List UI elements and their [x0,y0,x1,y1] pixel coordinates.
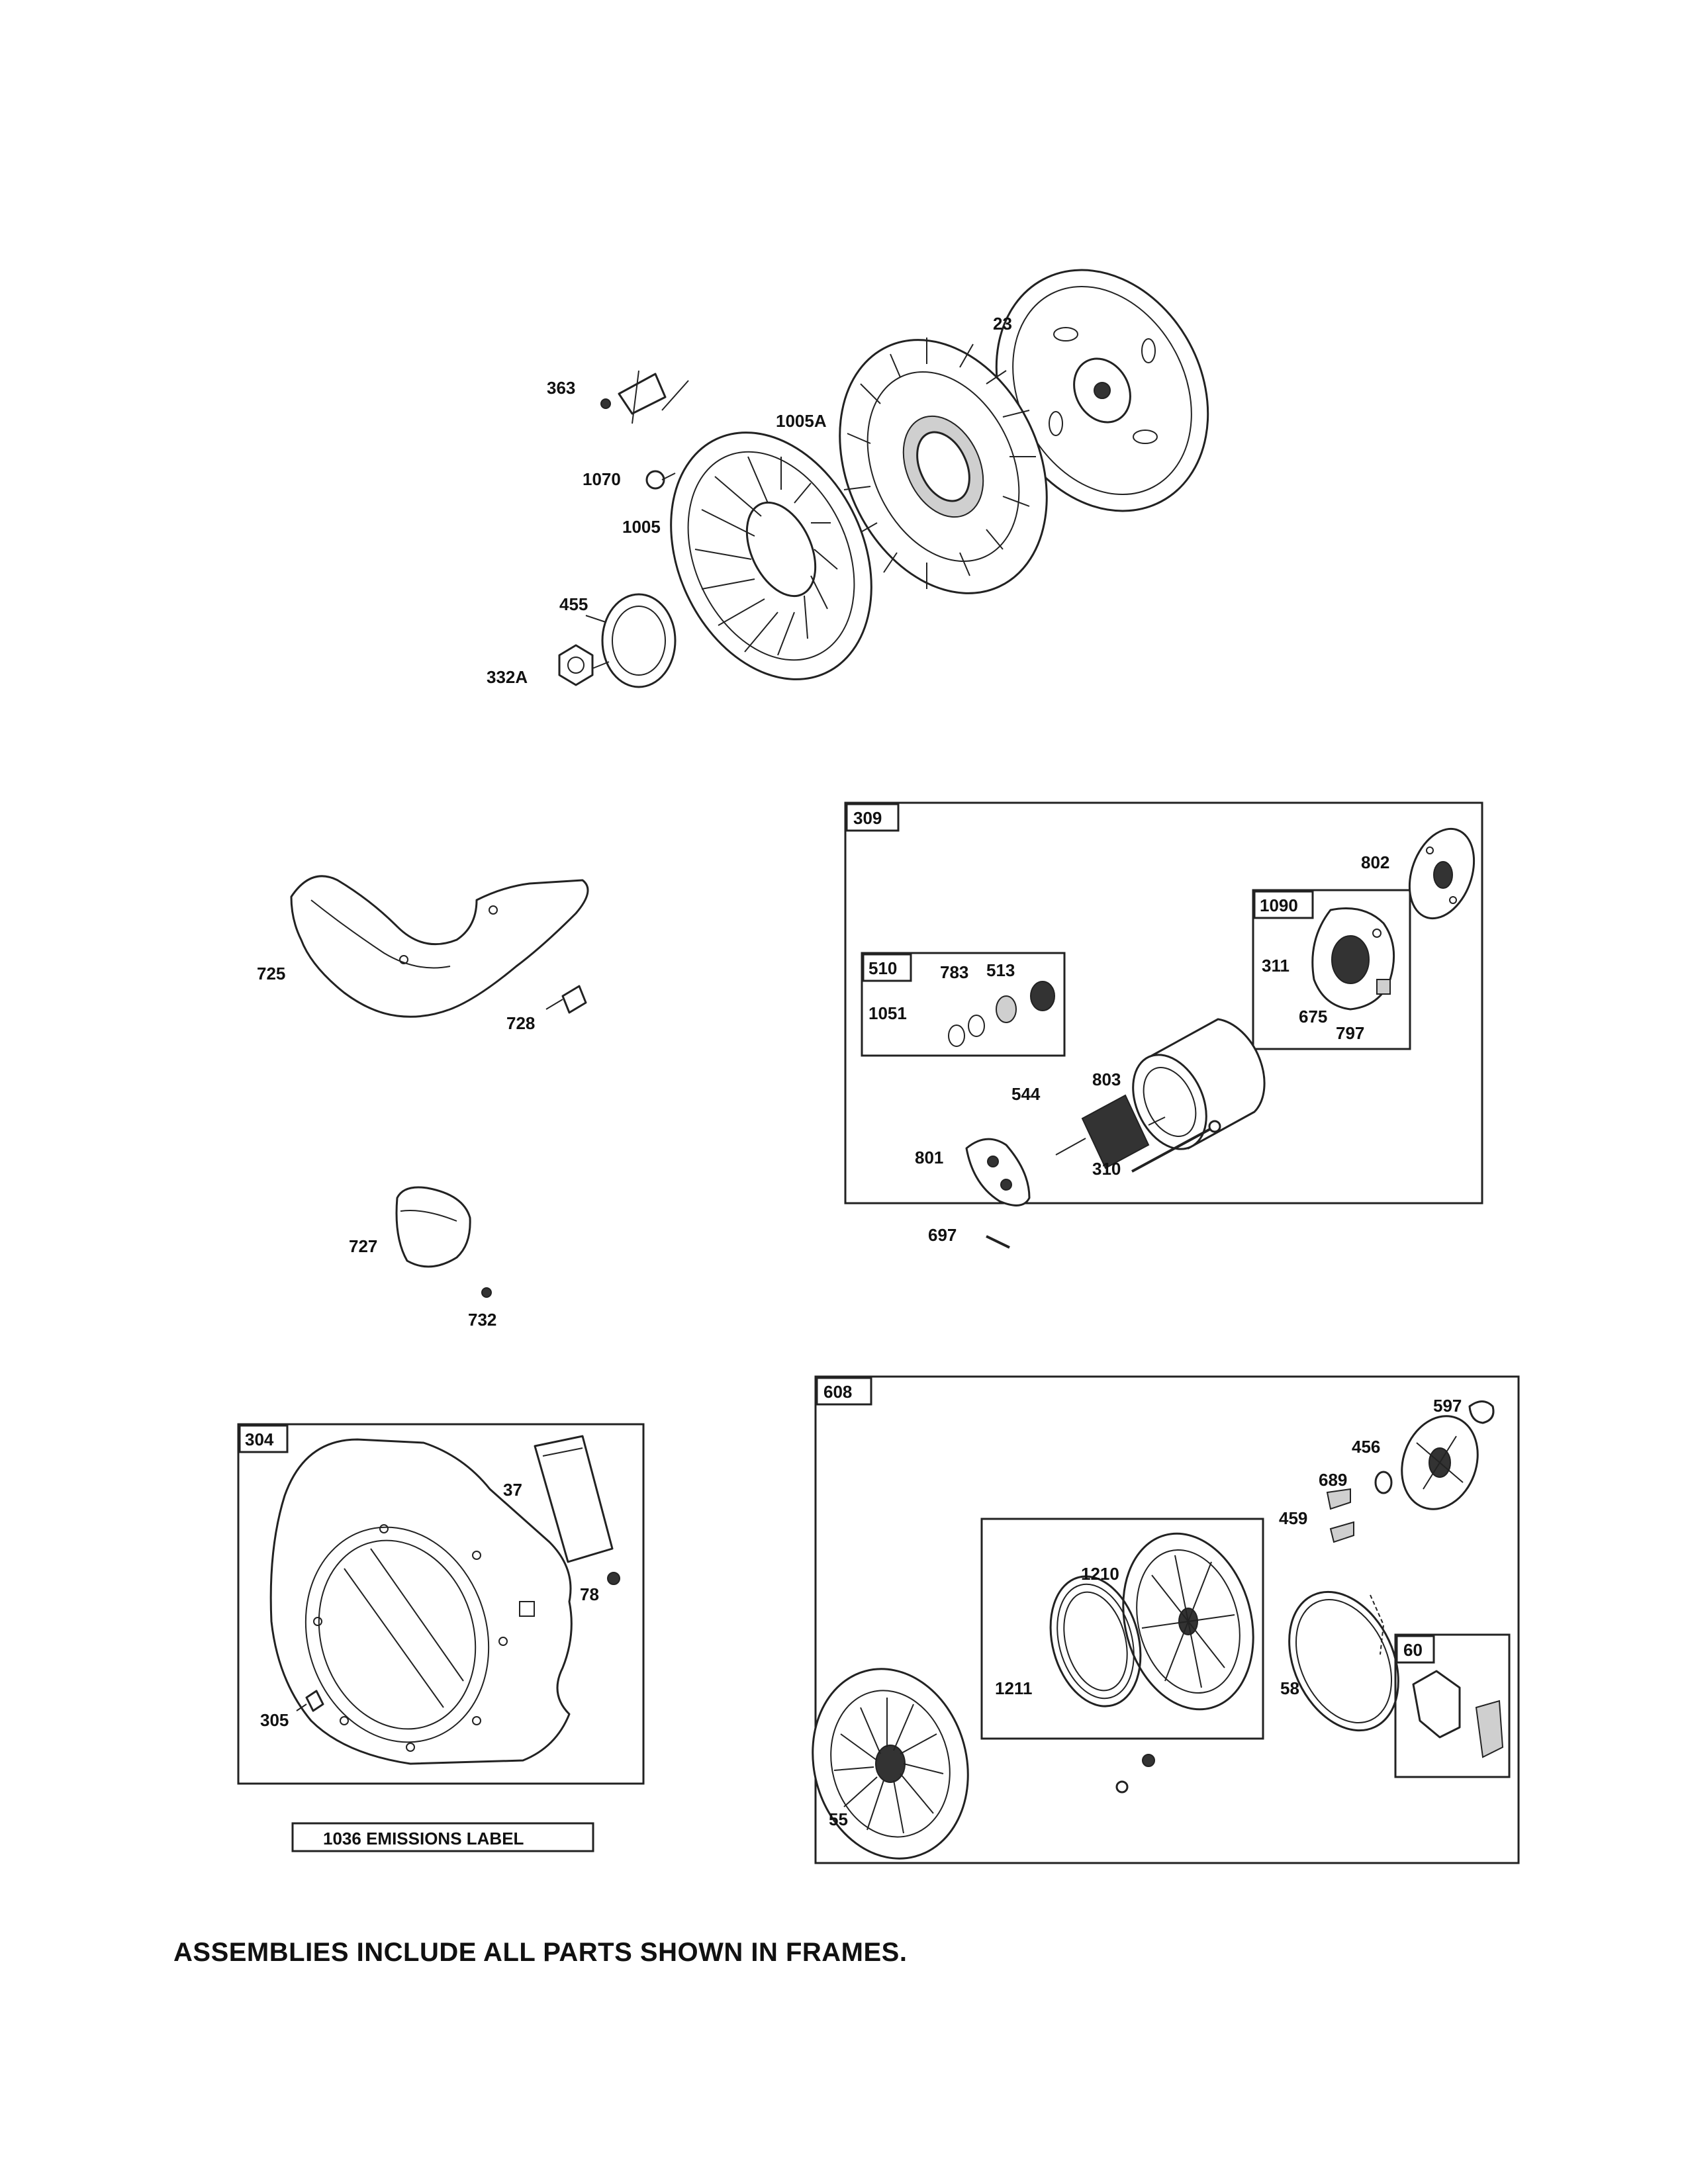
tag-608 [816,1377,872,1406]
callout-797: 797 [1336,1023,1364,1043]
part-55-housing[interactable] [792,1651,988,1876]
part-1211-spring[interactable] [1037,1567,1154,1717]
frame-510 [861,952,1066,1057]
callout-459: 459 [1279,1508,1307,1528]
part-1051-spring[interactable] [948,1015,985,1047]
callout-304: 304 [245,1430,274,1449]
part-1005-flywheel[interactable] [633,400,910,712]
callout-1090: 1090 [1260,895,1298,915]
callout-37: 37 [503,1480,522,1500]
part-513-gear[interactable] [1030,981,1055,1011]
part-23-flywheel-plate[interactable] [955,233,1248,548]
callout-309: 309 [853,808,882,828]
frame-60 [1394,1633,1511,1778]
part-803-housing[interactable] [1119,1018,1266,1161]
callout-783: 783 [940,962,968,982]
callout-332a: 332A [487,667,528,687]
part-597-screw[interactable] [1468,1400,1495,1424]
callout-803: 803 [1092,1069,1121,1089]
callout-801: 801 [915,1148,943,1167]
callout-725: 725 [257,964,285,983]
part-456-cam[interactable] [1389,1406,1491,1520]
part-311-end-cap[interactable] [1311,907,1395,1011]
callout-78: 78 [580,1584,599,1604]
part-363-bracket[interactable] [600,370,689,424]
callout-310: 310 [1092,1159,1121,1179]
part-725-shroud[interactable] [290,875,589,1018]
part-332a-nut[interactable] [558,644,594,686]
callout-305: 305 [260,1710,289,1730]
part-305-screw[interactable] [296,1690,324,1712]
part-783-pinion[interactable] [996,995,1017,1023]
tag-1090 [1253,890,1314,919]
frame-304 [237,1423,645,1785]
part-1070-screw[interactable] [645,470,676,490]
callout-1210: 1210 [1081,1564,1119,1584]
part-459-pawl[interactable] [1326,1488,1354,1543]
frame-608 [814,1375,1520,1864]
callout-1070: 1070 [583,469,621,489]
callout-1005: 1005 [622,517,661,537]
tag-309 [845,803,900,832]
callout-728: 728 [506,1013,535,1033]
shroud-group: 725 728 727 732 [257,875,589,1330]
callout-689: 689 [1319,1470,1347,1490]
callout-1211: 1211 [995,1678,1032,1698]
callout-58: 58 [1280,1678,1299,1698]
callout-727: 727 [349,1236,377,1256]
part-801-brush-plate[interactable] [965,1138,1031,1206]
callout-544: 544 [1011,1084,1041,1104]
part-732-screw[interactable] [481,1287,492,1298]
callout-311: 311 [1262,956,1289,976]
callout-675: 675 [1299,1007,1327,1026]
part-697-screw[interactable] [986,1235,1010,1249]
tag-304 [238,1424,289,1453]
part-727-cover[interactable] [395,1186,471,1268]
tag-60 [1395,1635,1435,1664]
frame-309 [844,801,1483,1205]
callout-1051: 1051 [868,1003,907,1023]
starter-motor-assembly: 309 1090 510 [844,801,1485,1249]
footer-note: ASSEMBLIES INCLUDE ALL PARTS SHOWN IN FR… [173,1938,908,1967]
callout-802: 802 [1361,852,1389,872]
callout-363: 363 [547,378,575,398]
callout-55: 55 [829,1809,848,1829]
part-802-plate[interactable] [1398,820,1485,927]
part-37-plate[interactable] [534,1435,614,1563]
frame-pulley-spring [980,1518,1264,1740]
callout-456: 456 [1352,1437,1380,1457]
part-78-screw[interactable] [607,1572,620,1585]
callout-513: 513 [986,960,1015,980]
emissions-label-box [291,1822,594,1852]
part-304-blower-housing[interactable] [269,1438,573,1766]
callout-697: 697 [928,1225,957,1245]
callout-597: 597 [1433,1396,1462,1416]
callout-510: 510 [868,958,897,978]
callout-455: 455 [559,594,588,614]
part-455-cup[interactable] [585,593,677,688]
callout-1005a: 1005A [776,411,827,431]
emissions-label-text: 1036 EMISSIONS LABEL [323,1829,524,1848]
part-1005a-fan[interactable] [800,306,1086,627]
callout-60: 60 [1403,1640,1423,1660]
recoil-starter-assembly: 608 60 [792,1375,1520,1876]
part-544-armature[interactable] [1055,1094,1166,1169]
part-58-rope[interactable] [1268,1574,1420,1749]
part-689-spring[interactable] [1374,1471,1393,1494]
part-728-screw[interactable] [545,985,587,1014]
callout-608: 608 [823,1382,852,1402]
part-310-bolt[interactable] [1131,1120,1221,1173]
blower-housing-assembly: 304 37 78 305 1036 [237,1423,645,1852]
flywheel-group: 363 1070 1005 1005A 23 455 332A [487,233,1248,712]
callout-23: 23 [993,314,1012,334]
frame-1090 [1252,889,1411,1050]
tag-510 [862,953,912,982]
part-small-screws[interactable] [1115,1754,1155,1794]
callout-732: 732 [468,1310,496,1330]
part-1210-pulley[interactable] [1104,1519,1272,1724]
part-60-handle[interactable] [1412,1670,1504,1758]
